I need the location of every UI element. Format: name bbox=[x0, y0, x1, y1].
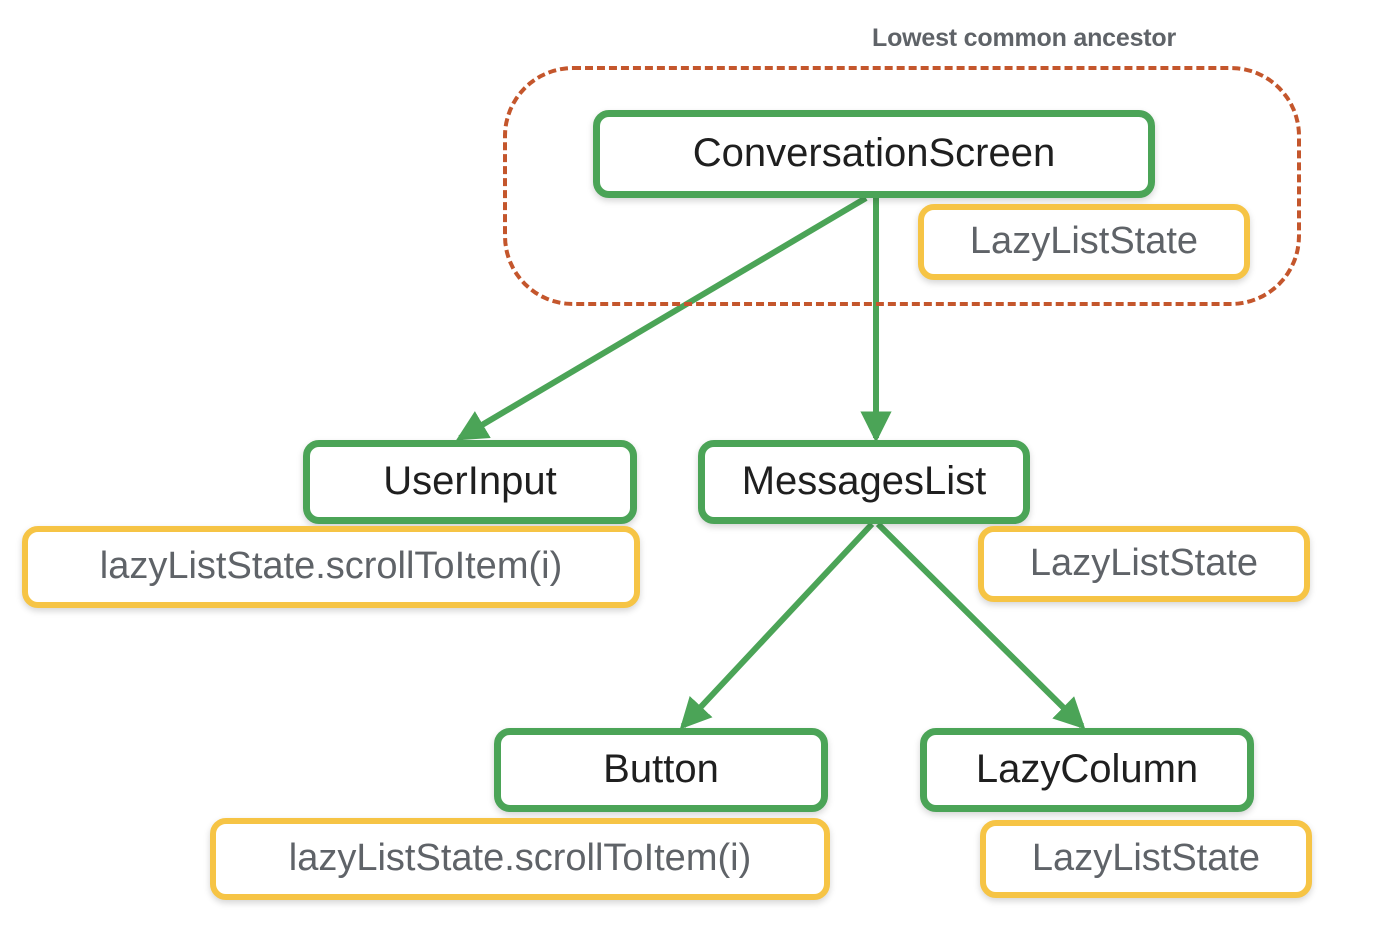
state-badge-lazy-column[interactable]: LazyListState bbox=[980, 820, 1312, 898]
state-badge-button-label: lazyListState.scrollToItem(i) bbox=[288, 837, 752, 879]
node-user-input-label: UserInput bbox=[383, 459, 557, 503]
node-lazy-column[interactable]: LazyColumn bbox=[920, 728, 1254, 812]
node-user-input[interactable]: UserInput bbox=[303, 440, 637, 524]
node-conversation-screen-label: ConversationScreen bbox=[692, 131, 1056, 175]
node-conversation-screen[interactable]: ConversationScreen bbox=[593, 110, 1155, 198]
lowest-common-ancestor-label: Lowest common ancestor bbox=[872, 24, 1176, 52]
edge-messageslist-to-button bbox=[679, 521, 875, 730]
node-messages-list-label: MessagesList bbox=[741, 459, 987, 503]
state-badge-messages-list[interactable]: LazyListState bbox=[978, 526, 1310, 602]
state-badge-user-input-label: lazyListState.scrollToItem(i) bbox=[99, 545, 563, 587]
node-messages-list[interactable]: MessagesList bbox=[698, 440, 1030, 524]
node-lazy-column-label: LazyColumn bbox=[975, 747, 1199, 791]
state-badge-conversation-screen[interactable]: LazyListState bbox=[918, 204, 1250, 280]
state-badge-messages-list-label: LazyListState bbox=[1029, 542, 1259, 584]
state-badge-lazy-column-label: LazyListState bbox=[1031, 837, 1261, 879]
lowest-common-ancestor-region bbox=[503, 66, 1301, 306]
node-button-label: Button bbox=[603, 747, 719, 791]
state-badge-conversation-screen-label: LazyListState bbox=[969, 220, 1199, 262]
state-badge-user-input[interactable]: lazyListState.scrollToItem(i) bbox=[22, 526, 640, 608]
state-badge-button[interactable]: lazyListState.scrollToItem(i) bbox=[210, 818, 830, 900]
node-button[interactable]: Button bbox=[494, 728, 828, 812]
